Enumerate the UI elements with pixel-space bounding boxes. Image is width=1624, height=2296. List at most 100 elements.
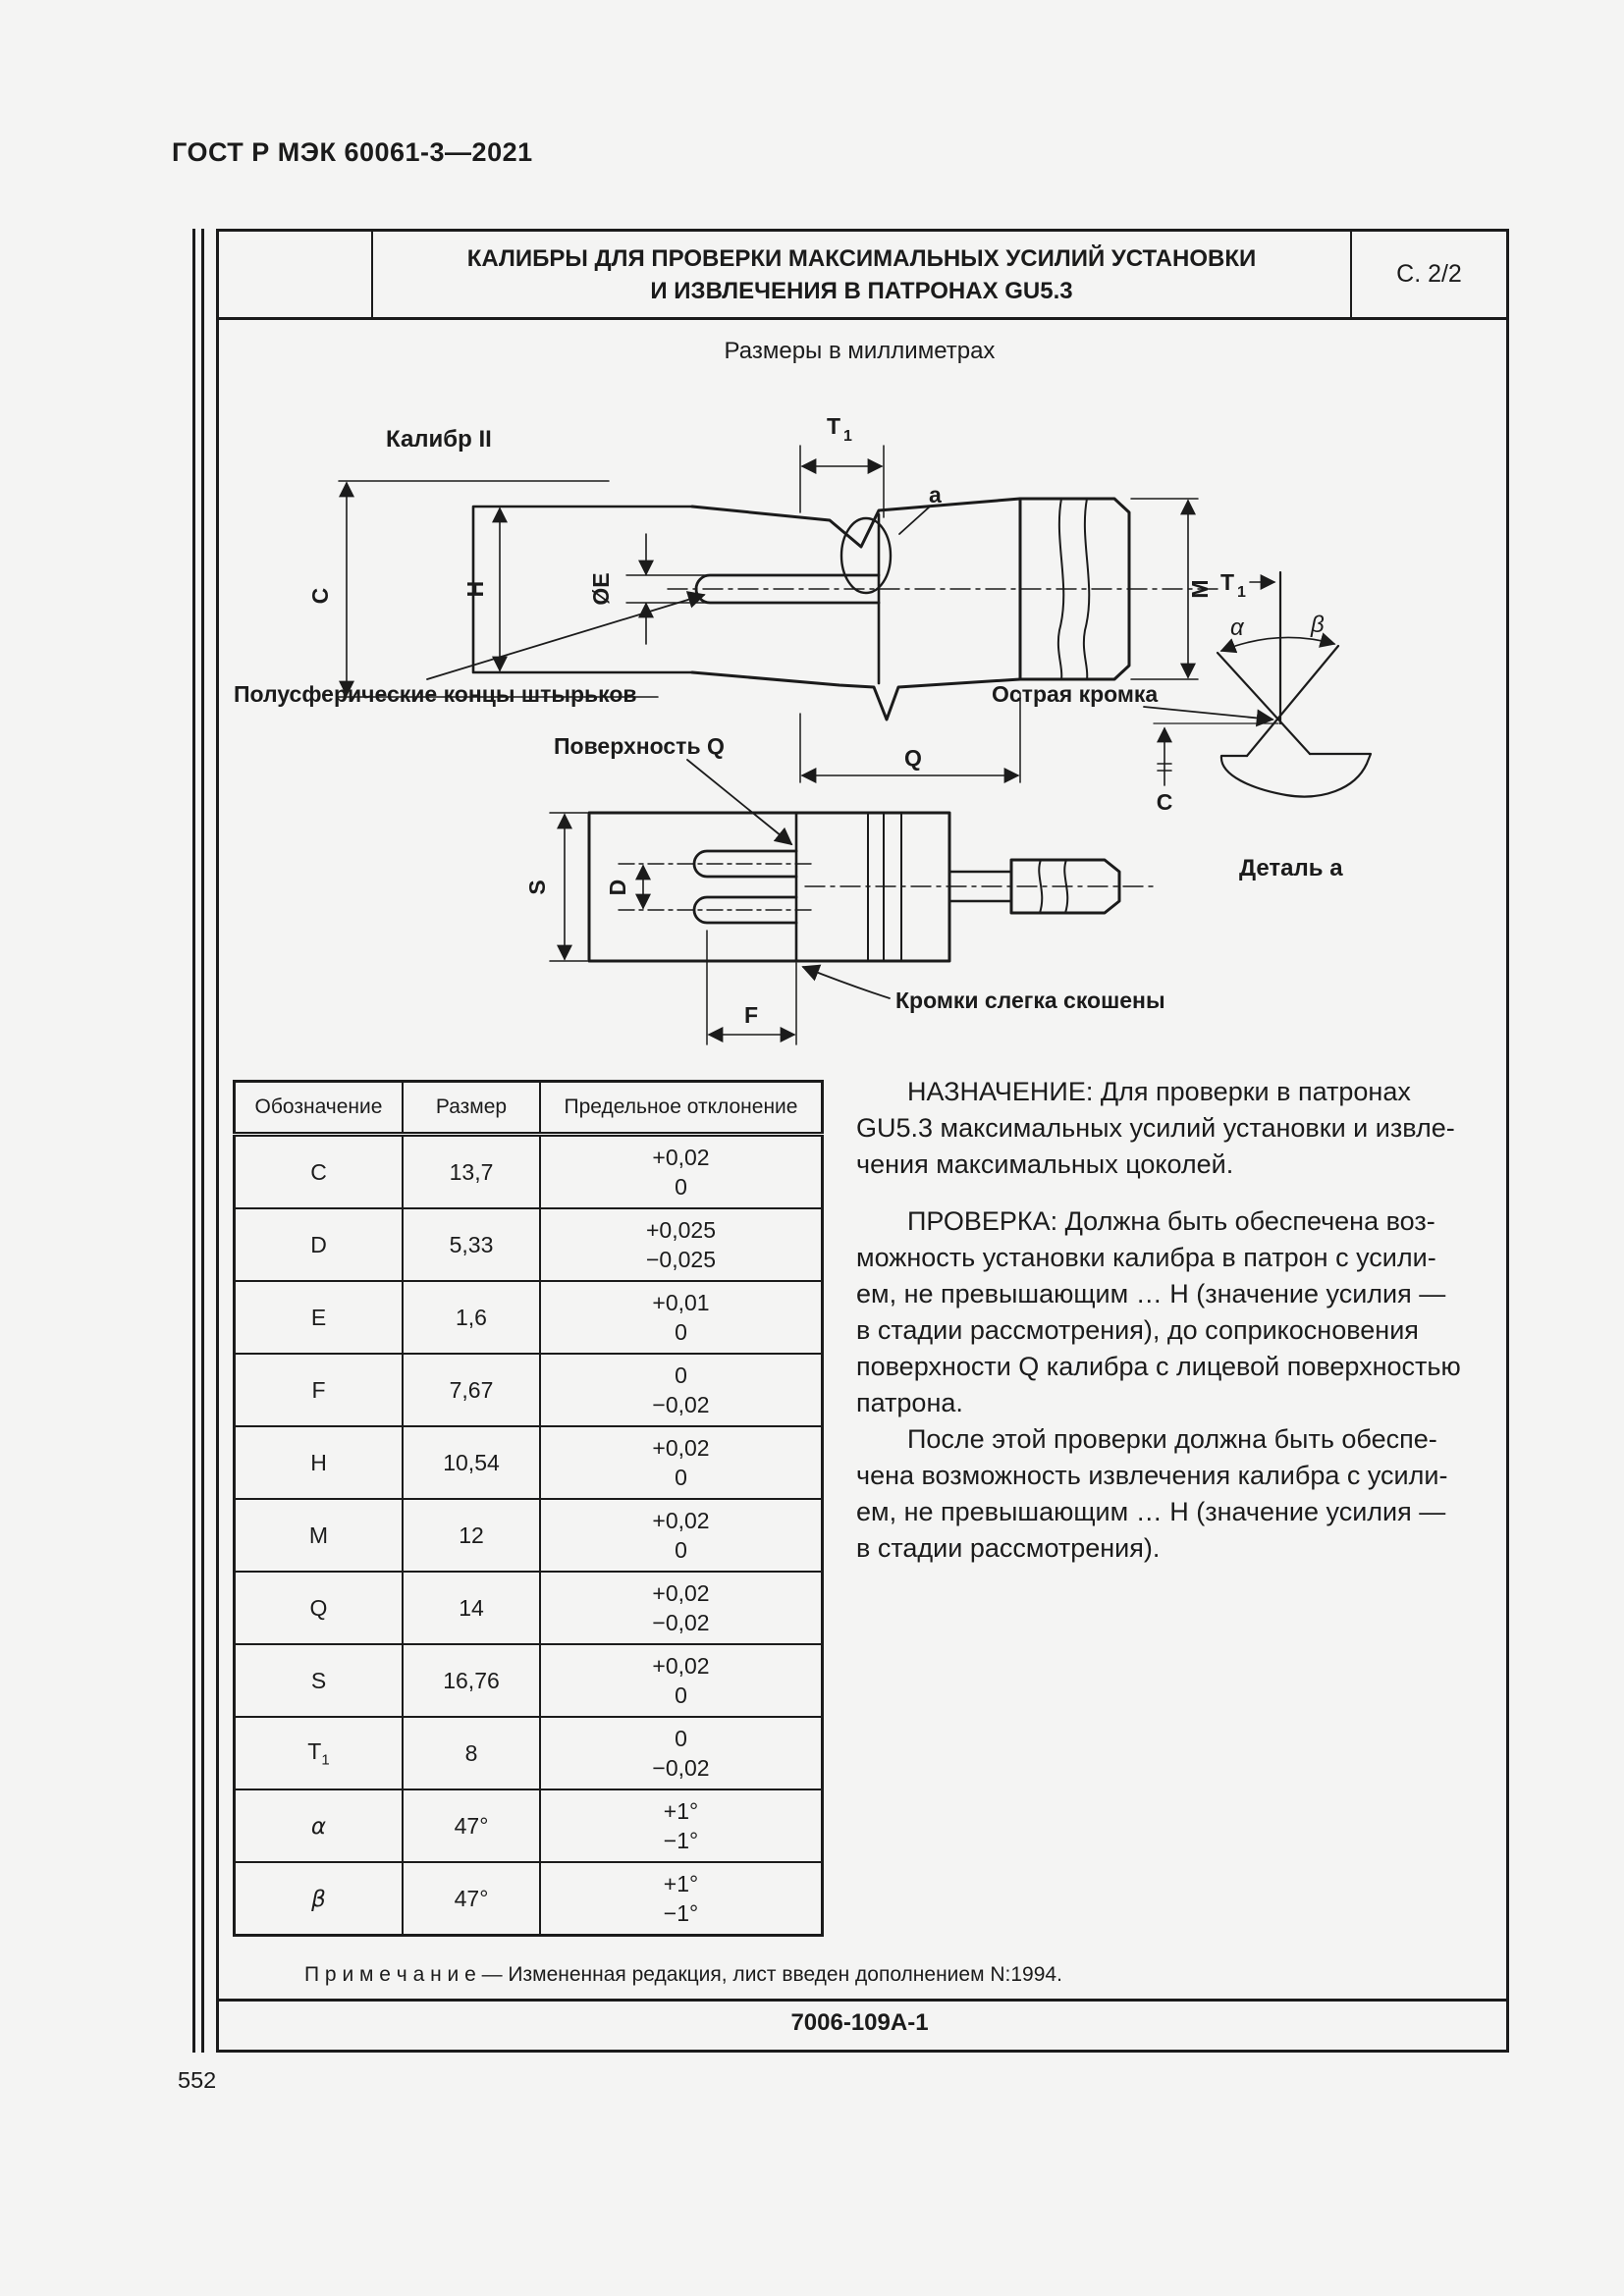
f-label: F: [744, 1002, 758, 1028]
cell-symbol: C: [233, 1133, 404, 1209]
cell-symbol: M: [233, 1498, 404, 1573]
cell-symbol: F: [233, 1353, 404, 1427]
cell-size: 1,6: [402, 1280, 541, 1355]
surface-q-leader: [686, 759, 793, 846]
surface-q-annotation: Поверхность Q: [554, 733, 725, 759]
detail-left-slant: [1216, 651, 1312, 756]
cell-size: 8: [402, 1716, 541, 1790]
f-extension-lines: [706, 930, 797, 1045]
cell-symbol: E: [233, 1280, 404, 1355]
q-label: Q: [904, 745, 922, 771]
alpha-label: α: [1230, 614, 1245, 641]
sharp-edge-annotation: Острая кромка: [992, 681, 1158, 707]
cell-symbol: H: [233, 1425, 404, 1500]
sharp-edge-leader: [1143, 706, 1274, 727]
body-bottom-profile: [690, 670, 1022, 721]
prong-bottom: [692, 895, 798, 925]
col-header-size: Размер: [402, 1080, 541, 1137]
binding-line-outer: [192, 229, 195, 2053]
table-header-row: Обозначение Размер Предельное отклонение: [233, 1080, 824, 1137]
oe-label: ØE: [588, 572, 614, 605]
detail-angle-arc: [1219, 632, 1336, 654]
edges-beveled-leader: [801, 964, 891, 999]
cell-size: 47°: [402, 1789, 541, 1863]
beta-label: β: [1310, 612, 1325, 638]
dimensions-table: Обозначение Размер Предельное отклонение…: [233, 1080, 824, 1937]
sheet-title-line1: КАЛИБРЫ ДЛЯ ПРОВЕРКИ МАКСИМАЛЬНЫХ УСИЛИЙ…: [466, 244, 1257, 272]
h-box: [471, 505, 694, 674]
edges-beveled-annotation: Кромки слегка скошены: [895, 988, 1165, 1013]
cell-deviation: +0,02−0,02: [539, 1571, 824, 1645]
prong-top: [692, 849, 798, 879]
cell-symbol: Q: [233, 1571, 404, 1645]
cell-deviation: +1°−1°: [539, 1789, 824, 1863]
m-extension-lines: [1130, 498, 1199, 680]
sheet-code: 7006-109А-1: [790, 2009, 929, 2036]
detail-right-slant: [1245, 644, 1340, 758]
cell-deviation: +0,025−0,025: [539, 1207, 824, 1282]
cell-symbol: α: [233, 1789, 404, 1863]
t1-label: Т: [827, 413, 840, 439]
cell-deviation: 0−0,02: [539, 1353, 824, 1427]
detail-t1-label-sub: 1: [1237, 584, 1246, 601]
cell-size: 47°: [402, 1861, 541, 1937]
c-label: C: [307, 588, 333, 605]
break-line-2: [1082, 498, 1091, 680]
paragraph-purpose: НАЗНАЧЕНИЕ: Для проверки в патронах GU5.…: [856, 1077, 1455, 1179]
body-top-profile: [690, 497, 1022, 549]
m-block: [1018, 497, 1131, 681]
paragraph-test-2: После этой проверки должна быть обеспе- …: [856, 1424, 1448, 1563]
sheet-footnote: П р и м е ч а н и е — Измененная редакци…: [304, 1963, 1062, 1986]
m-label: М: [1187, 579, 1213, 598]
break-line-1: [1056, 498, 1065, 680]
rear-break-1: [1038, 859, 1044, 914]
cell-deviation: +1°−1°: [539, 1861, 824, 1937]
s-extension-lines: [549, 812, 588, 962]
q-extension-lines: [799, 693, 1021, 783]
d-label: D: [605, 880, 630, 896]
cell-symbol: β: [233, 1861, 404, 1937]
technical-drawing: Калибр II C H ØE М Т 1 a Q Полусферическ…: [234, 413, 1373, 1045]
detail-base-shape: [1219, 752, 1373, 798]
t1-extension-lines: [799, 445, 885, 518]
t1-label-sub: 1: [843, 428, 852, 445]
cell-size: 10,54: [402, 1425, 541, 1500]
s-label: S: [524, 880, 550, 894]
cell-size: 12: [402, 1498, 541, 1573]
col-header-deviation: Предельное отклонение: [539, 1080, 824, 1137]
pins-leader: [426, 591, 706, 680]
gauge-caption: Калибр II: [386, 426, 492, 453]
cell-size: 7,67: [402, 1353, 541, 1427]
h-label: H: [462, 581, 488, 598]
sheet-page-ref: С. 2/2: [1350, 232, 1506, 317]
detail-equal-marks: [1157, 763, 1172, 772]
cell-symbol: S: [233, 1643, 404, 1718]
cell-size: 14: [402, 1571, 541, 1645]
binding-line-inner: [201, 229, 204, 2053]
sheet-title-line2: И ИЗВЛЕЧЕНИЯ В ПАТРОНАХ GU5.3: [650, 277, 1073, 304]
col-header-symbol: Обозначение: [233, 1080, 404, 1137]
rear-pin-block: [1009, 858, 1121, 915]
c-extension-lines: [338, 480, 659, 698]
sheet-title: КАЛИБРЫ ДЛЯ ПРОВЕРКИ МАКСИМАЛЬНЫХ УСИЛИЙ…: [373, 232, 1350, 317]
title-empty-cell: [219, 232, 373, 317]
detail-c-label: C: [1157, 789, 1173, 815]
detail-a-leader: [898, 506, 931, 535]
